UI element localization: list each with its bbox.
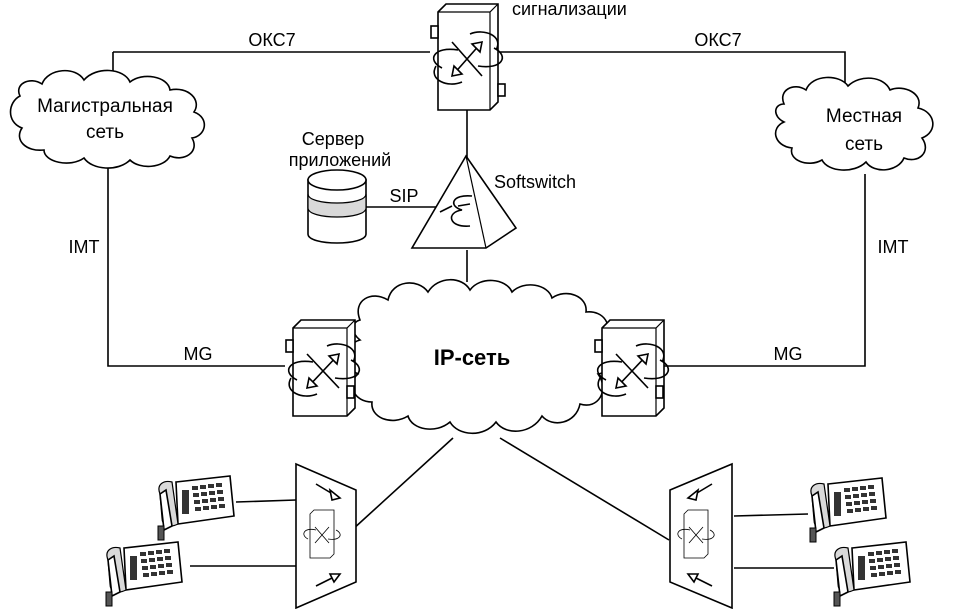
- media-gateway-right-icon: [594, 319, 670, 417]
- desk-phone-icon-1: [157, 475, 235, 541]
- app-server-label-2: приложений: [289, 150, 391, 170]
- media-gateway-left-icon: [285, 319, 361, 417]
- imt-mg-link-right: [664, 174, 866, 367]
- imt-label-right: IMT: [878, 237, 909, 257]
- sip-label: SIP: [389, 186, 418, 206]
- ip-network-cloud: [346, 278, 613, 435]
- connection-lines: [107, 51, 866, 569]
- softswitch-label: Softswitch: [494, 172, 576, 192]
- imt-mg-link-left: [107, 168, 285, 367]
- app-server-label-1: Сервер: [302, 129, 364, 149]
- imt-label-left: IMT: [69, 237, 100, 257]
- local-network-label-2: сеть: [845, 134, 883, 155]
- backbone-network-label-1: Магистральная: [37, 96, 173, 117]
- backbone-network-cloud: [9, 69, 206, 169]
- local-network-cloud: [774, 76, 934, 171]
- mg-label-right: MG: [774, 344, 803, 364]
- phone-link-3: [733, 513, 809, 517]
- okc7-link-right: [500, 51, 846, 88]
- desk-phone-icon-3: [809, 477, 887, 543]
- softswitch-pyramid-icon: [410, 154, 518, 249]
- phone-link-1: [235, 499, 297, 503]
- ip-access-link-right: [499, 437, 670, 541]
- ip-access-link-left: [351, 437, 454, 531]
- access-gateway-left-icon: [295, 462, 357, 609]
- signaling-label: сигнализации: [512, 0, 627, 19]
- ip-network-label: IP-сеть: [434, 345, 511, 370]
- backbone-network-label-2: сеть: [86, 122, 124, 143]
- signaling-gateway-icon: [430, 3, 506, 111]
- access-gateway-right-icon: [669, 462, 733, 609]
- okc7-label-right: ОКС7: [694, 30, 741, 50]
- database-cylinder-icon: [307, 169, 367, 244]
- local-network-label-1: Местная: [826, 106, 902, 127]
- desk-phone-icon-4: [833, 541, 911, 607]
- okc7-label-left: ОКС7: [248, 30, 295, 50]
- desk-phone-icon-2: [105, 541, 183, 607]
- mg-label-left: MG: [184, 344, 213, 364]
